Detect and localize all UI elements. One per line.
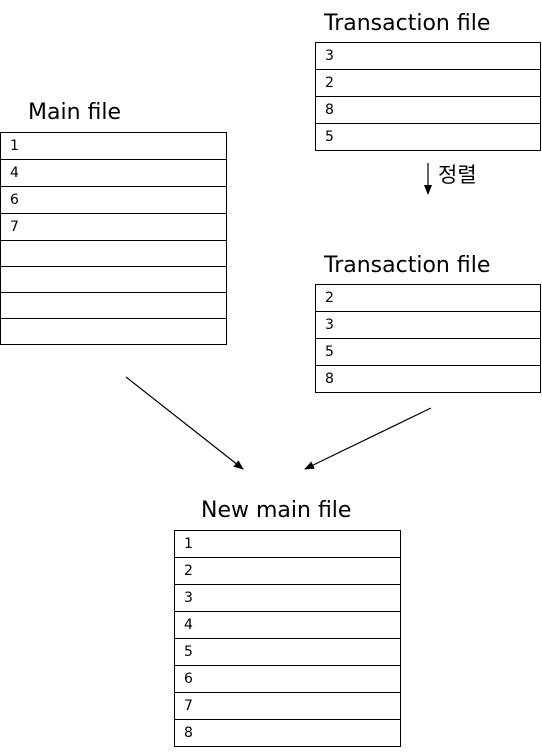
table-cell [0,266,227,293]
table-cell: 3 [174,584,401,612]
table-cell: 1 [174,530,401,558]
table-row: 8 [174,719,401,747]
table-row: 3 [174,584,401,612]
table-row: 5 [174,638,401,666]
transaction-to-new-arrow [304,407,432,470]
table-row: 5 [315,123,541,151]
new-main-file-title: New main file [201,498,352,523]
sort-label: 정렬 [438,163,477,187]
table-cell: 3 [315,42,541,70]
table-cell: 2 [315,284,541,312]
table-cell: 2 [174,557,401,585]
table-cell: 8 [315,365,541,393]
table-cell: 5 [315,123,541,151]
main-file-title: Main file [28,100,122,125]
table-row: 3 [315,42,541,70]
table-cell: 7 [0,213,227,241]
table-row: 1 [174,530,401,558]
table-row: 2 [174,557,401,585]
table-row: 2 [315,284,541,312]
transaction-file-title-unsorted: Transaction file [324,11,491,36]
table-cell [0,240,227,267]
table-cell: 8 [174,719,401,747]
table-cell: 1 [0,132,227,160]
table-row: 7 [0,213,227,241]
table-row: 8 [315,365,541,393]
table-row [0,318,227,345]
table-row [0,240,227,267]
transaction-file-title-sorted: Transaction file [324,253,491,278]
table-row [0,292,227,319]
table-row [0,266,227,293]
table-cell [0,292,227,319]
table-cell: 5 [174,638,401,666]
table-cell [0,318,227,345]
table-row: 1 [0,132,227,160]
main-to-new-arrow [125,376,244,470]
